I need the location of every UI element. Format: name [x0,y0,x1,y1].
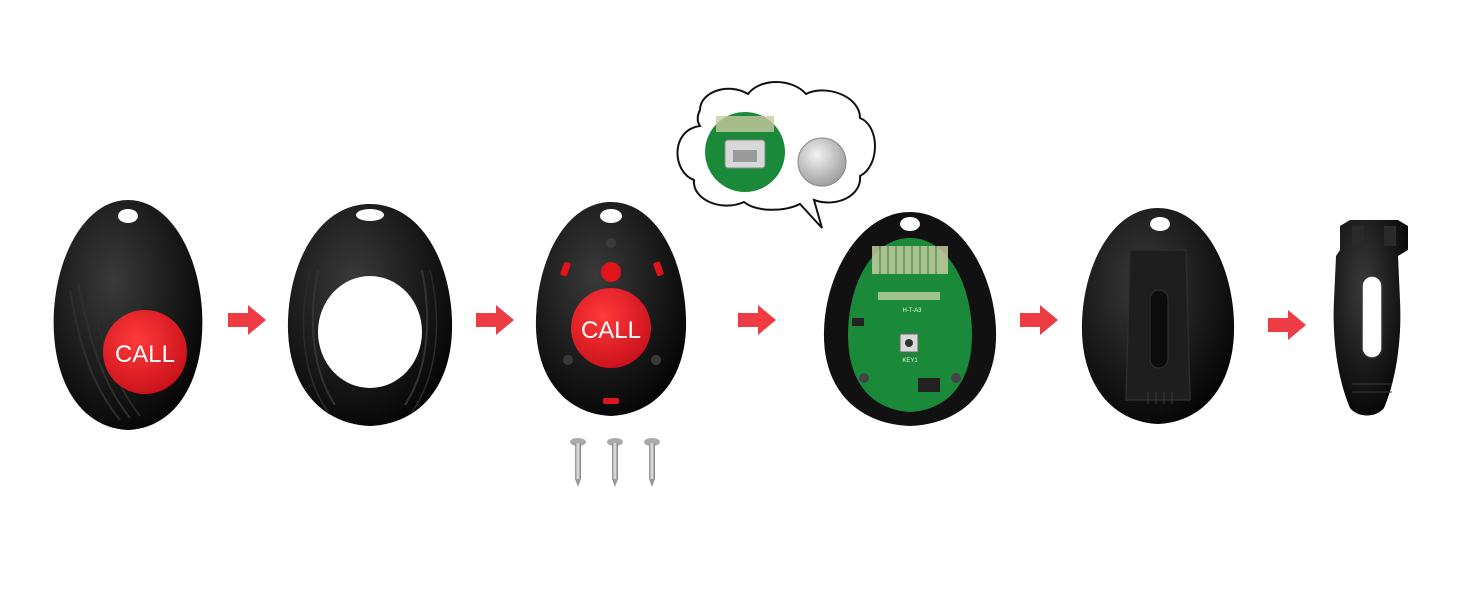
arrow-3 [738,305,776,335]
screws [570,438,660,487]
belt-clip [1333,220,1408,416]
circuit-board: H-T-A3 KEY1 [823,212,997,426]
lanyard-hole [356,209,384,221]
button-with-screws: CALL [535,202,687,487]
arrow-4 [1020,305,1058,335]
arrow-right-icon [738,305,776,335]
screw-icon [644,438,660,487]
assembled-pager: CALL [53,200,203,430]
chip [918,378,940,392]
lanyard-hole [1150,217,1170,231]
arrow-1 [228,305,266,335]
arrow-right-icon [476,305,514,335]
arrow-right-icon [228,305,266,335]
call-label: CALL [581,317,641,344]
arrow-right-icon [1268,310,1306,340]
pcb-switch-label: KEY1 [902,358,918,364]
button-opening [318,276,422,388]
arrow-right-icon [1020,305,1058,335]
pcb-model-label: H-T-A3 [902,308,922,314]
coin-battery-icon [797,137,847,187]
battery-thought-bubble [676,81,876,229]
lanyard-hole [118,209,138,223]
clip-slot [1361,275,1383,359]
back-cover [1081,208,1235,424]
top-shell [287,204,453,426]
arrow-5 [1268,310,1306,340]
call-button [103,310,187,394]
screw-icon [570,438,586,487]
screw-icon [607,438,623,487]
pcb-back [705,112,785,192]
call-label: CALL [115,341,175,368]
call-button [571,288,651,368]
lanyard-hole [600,209,622,223]
arrow-2 [476,305,514,335]
lanyard-hole [900,217,920,231]
